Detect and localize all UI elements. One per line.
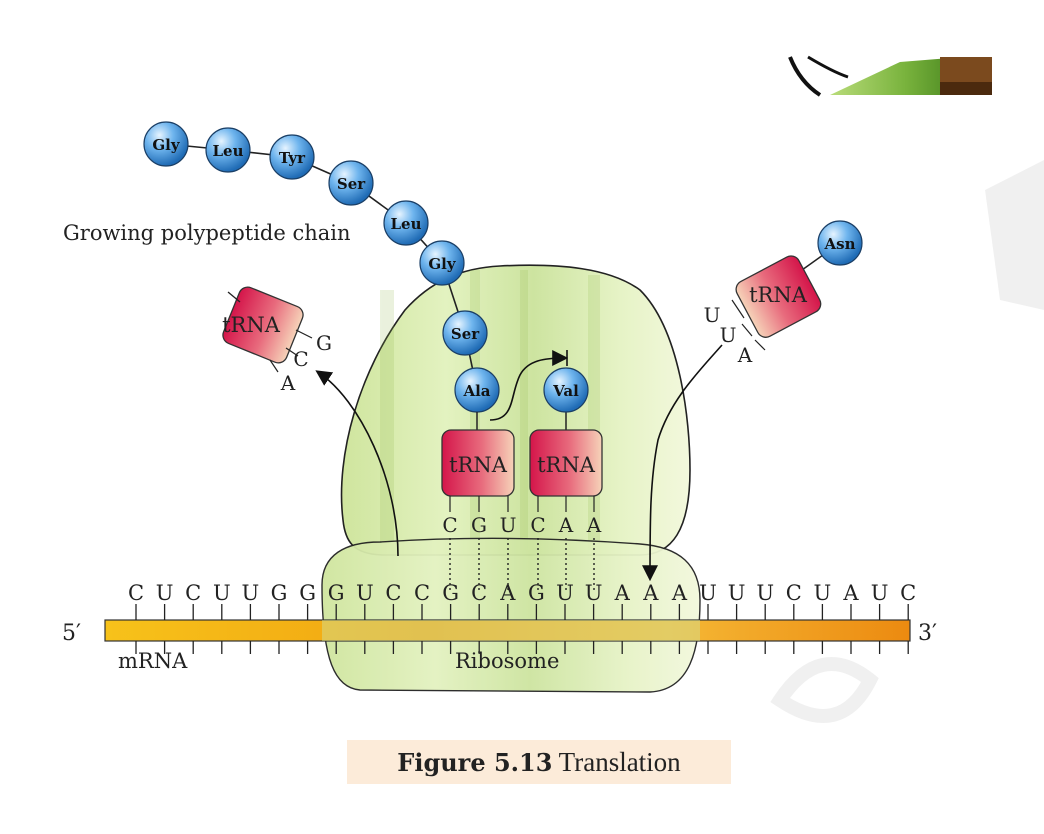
amino-acid-3: Tyr bbox=[269, 134, 315, 180]
mrna-base: C bbox=[385, 581, 401, 605]
figure-number: Figure 5.13 bbox=[397, 748, 553, 777]
amino-acid-asn: Asn bbox=[817, 220, 863, 266]
exit-arrow bbox=[315, 370, 399, 557]
svg-text:G: G bbox=[471, 513, 487, 537]
svg-text:Ser: Ser bbox=[337, 175, 366, 193]
mrna-base: U bbox=[242, 581, 260, 605]
figure-caption: Figure 5.13 Translation bbox=[347, 740, 731, 784]
svg-text:Gly: Gly bbox=[152, 136, 181, 154]
trna-arriving: tRNA U U A Asn bbox=[704, 220, 863, 367]
svg-text:C: C bbox=[530, 513, 545, 537]
ribosome-label: Ribosome bbox=[455, 649, 559, 673]
mrna-strand bbox=[104, 604, 911, 654]
mrna-base: U bbox=[728, 581, 746, 605]
mrna-base: U bbox=[699, 581, 717, 605]
mrna-base: C bbox=[128, 581, 144, 605]
mrna-base: U bbox=[213, 581, 231, 605]
svg-text:Val: Val bbox=[552, 382, 579, 400]
mrna-base: C bbox=[185, 581, 201, 605]
mrna-base: U bbox=[585, 581, 603, 605]
trna-a-site: tRNA C A A Val bbox=[529, 367, 603, 537]
mrna-base: C bbox=[786, 581, 802, 605]
amino-acid-7: Ser bbox=[442, 310, 488, 356]
svg-text:U: U bbox=[720, 323, 737, 347]
five-prime-label: 5′ bbox=[62, 621, 81, 646]
svg-text:Leu: Leu bbox=[213, 142, 244, 160]
peptide-transfer-arrow bbox=[489, 350, 569, 421]
mrna-base: A bbox=[499, 581, 516, 605]
mrna-base: G bbox=[442, 581, 459, 605]
trna-label: tRNA bbox=[449, 453, 508, 477]
svg-text:Leu: Leu bbox=[391, 215, 422, 233]
mrna-base: A bbox=[842, 581, 859, 605]
mrna-base: A bbox=[614, 581, 631, 605]
svg-text:A: A bbox=[737, 343, 753, 367]
amino-acid-5: Leu bbox=[383, 200, 429, 246]
trna-p-site: tRNA C G U bbox=[441, 412, 517, 537]
mrna-base: U bbox=[871, 581, 889, 605]
figure-title: Translation bbox=[558, 747, 681, 777]
mrna-base: G bbox=[271, 581, 288, 605]
mrna-base: U bbox=[814, 581, 832, 605]
amino-acid-4: Ser bbox=[328, 160, 374, 206]
svg-text:G: G bbox=[316, 331, 332, 355]
mrna-base: G bbox=[328, 581, 345, 605]
amino-acid-1: Gly bbox=[143, 121, 189, 167]
watermark bbox=[770, 160, 1044, 723]
svg-text:C: C bbox=[442, 513, 457, 537]
svg-text:A: A bbox=[586, 513, 602, 537]
amino-acid-8: Ala bbox=[454, 367, 500, 413]
mrna-base: U bbox=[556, 581, 574, 605]
amino-acid-val: Val bbox=[543, 367, 589, 413]
trna-label: tRNA bbox=[749, 283, 808, 307]
mrna-label: mRNA bbox=[118, 649, 188, 673]
svg-text:Asn: Asn bbox=[824, 235, 856, 253]
svg-text:U: U bbox=[500, 513, 517, 537]
trna-label: tRNA bbox=[222, 313, 281, 337]
svg-text:Tyr: Tyr bbox=[279, 149, 306, 167]
mrna-base: G bbox=[528, 581, 545, 605]
mrna-base: U bbox=[356, 581, 374, 605]
chain-label: Growing polypeptide chain bbox=[63, 221, 351, 245]
base-pair-lines bbox=[449, 538, 595, 590]
mrna-base: A bbox=[642, 581, 659, 605]
ribosome-small-subunit bbox=[321, 537, 701, 693]
svg-text:A: A bbox=[280, 371, 296, 395]
mrna-base: G bbox=[299, 581, 316, 605]
mrna-base: C bbox=[900, 581, 916, 605]
mrna-base: U bbox=[756, 581, 774, 605]
mrna-base: A bbox=[671, 581, 688, 605]
figure-caption-box: Figure 5.13 Translation bbox=[347, 740, 731, 784]
entry-arrow bbox=[642, 344, 723, 582]
mrna-base: C bbox=[471, 581, 487, 605]
amino-acid-6: Gly bbox=[419, 240, 465, 286]
mrna-base: C bbox=[414, 581, 430, 605]
mrna-base: U bbox=[156, 581, 174, 605]
trna-label: tRNA bbox=[537, 453, 596, 477]
svg-text:A: A bbox=[558, 513, 574, 537]
three-prime-label: 3′ bbox=[918, 621, 937, 646]
amino-acid-chain: Gly Leu Tyr Ser Leu Gly Ser Ala bbox=[143, 121, 500, 413]
svg-text:U: U bbox=[704, 303, 721, 327]
svg-text:Ala: Ala bbox=[462, 382, 490, 400]
svg-text:Ser: Ser bbox=[451, 325, 480, 343]
trna-exiting: tRNA G C A bbox=[222, 286, 332, 395]
decorative-picture bbox=[735, 55, 992, 97]
amino-acid-2: Leu bbox=[205, 127, 251, 173]
svg-text:Gly: Gly bbox=[428, 255, 457, 273]
svg-text:C: C bbox=[293, 347, 308, 371]
